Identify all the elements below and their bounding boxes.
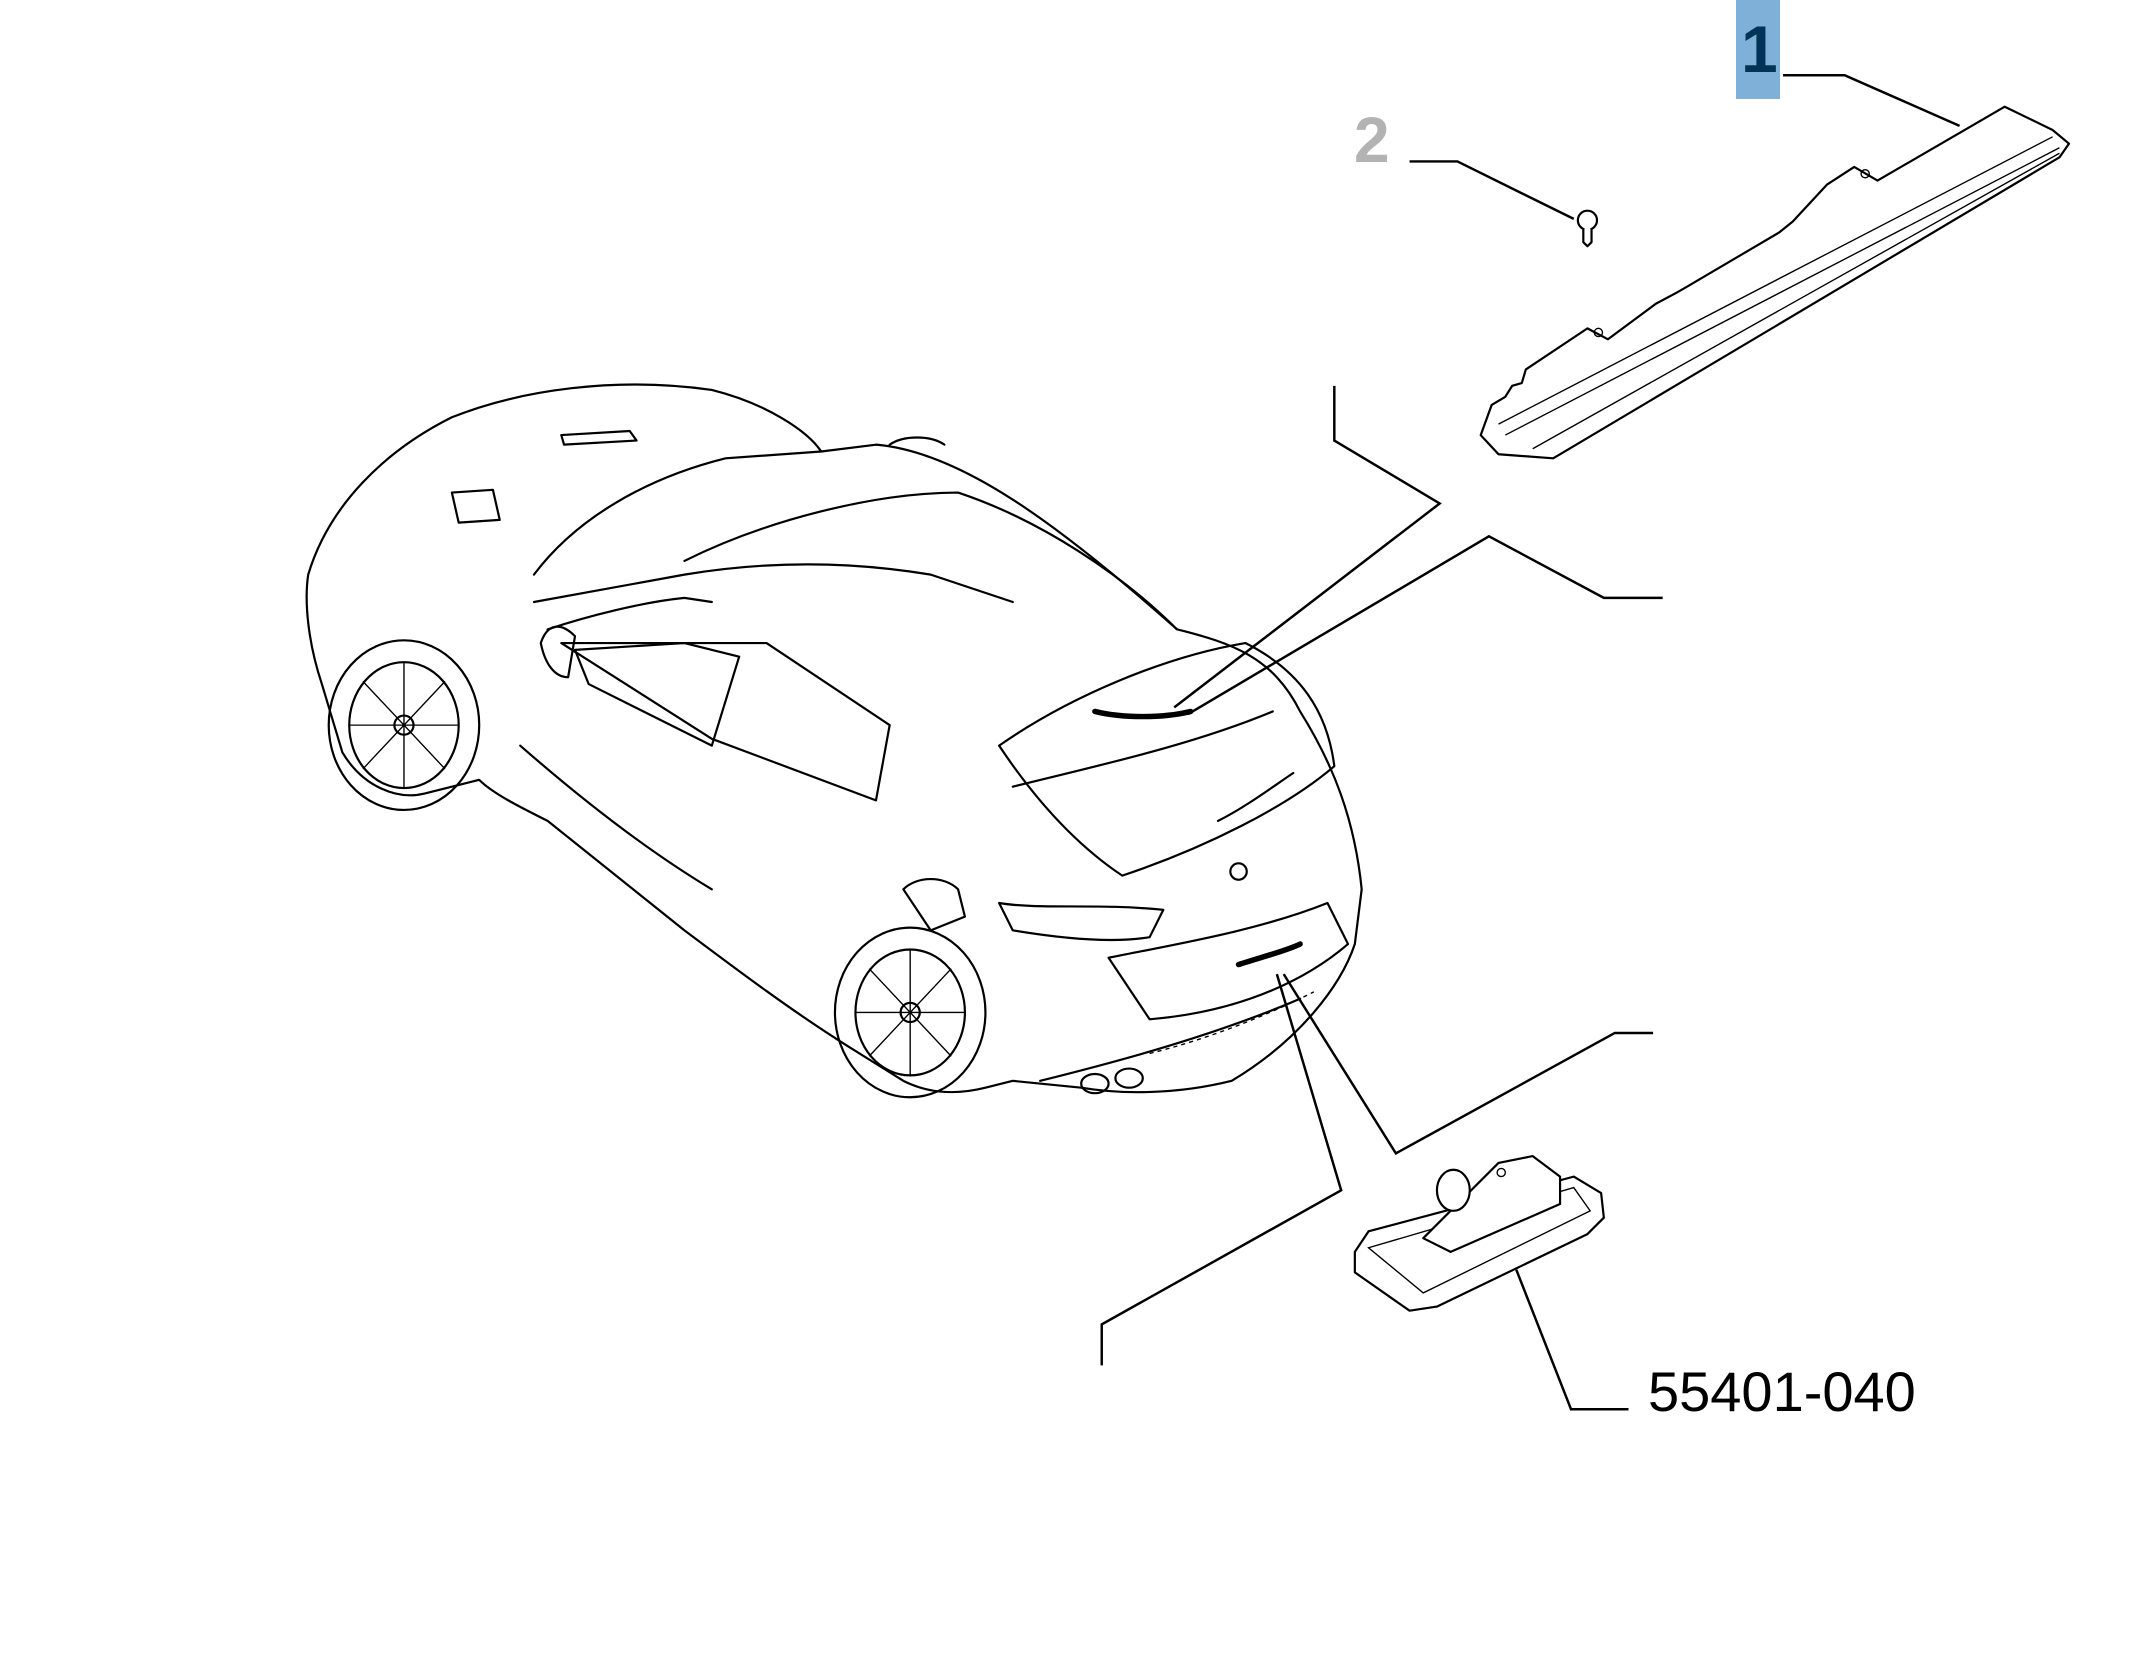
leader-line-lower-b [1100, 973, 1343, 1366]
vehicle-drawing [305, 383, 1363, 1099]
leader-line-part-number [1515, 1269, 1629, 1411]
front-wheel [327, 639, 481, 812]
leader-line-upper-b [1187, 534, 1663, 716]
leader-line-lower-a [1282, 973, 1654, 1156]
leader-line-item1 [1783, 74, 1961, 127]
callout-item-1[interactable]: 1 [1741, 12, 1778, 86]
license-plate-lamp-part [1353, 1155, 1605, 1312]
leader-line-upper-a [1173, 385, 1442, 709]
part-number-label[interactable]: 55401-040 [1648, 1360, 1916, 1423]
rear-wheel [833, 926, 987, 1099]
leader-line-item2 [1409, 160, 1575, 221]
screw-part [1576, 209, 1599, 248]
callout-item-1-highlight[interactable] [1736, 0, 1780, 99]
third-brake-light-part [1479, 105, 2071, 460]
callout-item-2[interactable]: 2 [1354, 104, 1390, 176]
